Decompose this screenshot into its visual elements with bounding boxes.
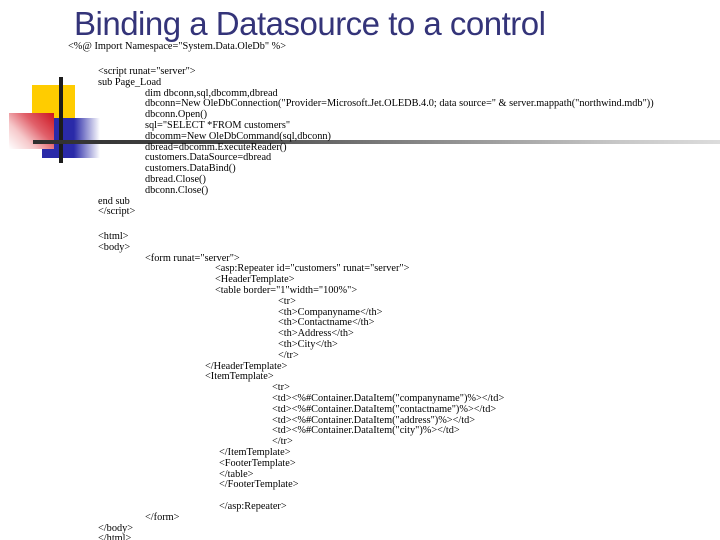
code-line: <html> xyxy=(98,231,129,242)
code-line: dbread=dbcomm.ExecuteReader() xyxy=(145,141,287,153)
code-line: dbconn=New OleDbConnection("Provider=Mic… xyxy=(145,98,654,110)
code-line: end sub xyxy=(98,195,130,207)
code-line: </body> xyxy=(98,522,134,534)
code-line: <td><%#Container.DataItem("contactname")… xyxy=(272,403,497,415)
code-line: </tr> xyxy=(272,436,293,448)
code-line: </FooterTemplate> xyxy=(219,479,299,491)
code-line: <HeaderTemplate> xyxy=(215,274,295,286)
code-line: <td><%#Container.DataItem("companyname")… xyxy=(272,392,505,404)
decor-horizontal-line xyxy=(33,140,720,144)
code-line: <table border="1"width="100%"> xyxy=(215,284,358,296)
code-line: dbconn.Close() xyxy=(145,184,209,196)
code-line xyxy=(0,491,720,502)
code-line: dbcomm=New OleDbCommand(sql,dbconn) xyxy=(145,130,331,142)
code-line: <%@ Import Namespace="System.Data.OleDb"… xyxy=(68,41,287,52)
code-line: <tr> xyxy=(278,295,296,307)
code-line: <asp:Repeater id="customers" runat="serv… xyxy=(215,263,410,275)
code-block: <%@ Import Namespace="System.Data.OleDb"… xyxy=(0,41,720,53)
code-line: <td><%#Container.DataItem("city")%></td> xyxy=(272,425,460,437)
code-line: customers.DataSource=dbread xyxy=(145,152,272,164)
code-line: <tr> xyxy=(272,382,290,394)
code-line: <th>Address</th> xyxy=(278,328,354,340)
code-line: customers.DataBind() xyxy=(145,163,236,175)
code-line: </table> xyxy=(219,468,254,480)
code-line: <td><%#Container.DataItem("address")%></… xyxy=(272,414,476,426)
code-line: <th>City</th> xyxy=(278,338,338,350)
code-line: </html> xyxy=(98,533,132,540)
code-line: dbconn.Open() xyxy=(145,109,208,121)
code-line: </ItemTemplate> xyxy=(219,446,291,458)
code-line: sub Page_Load xyxy=(98,76,162,88)
code-line: </script> xyxy=(98,206,136,218)
code-line: dbread.Close() xyxy=(145,173,206,185)
code-line: <form runat="server"> xyxy=(145,252,240,264)
decor-vertical-line xyxy=(59,77,63,163)
code-line: <th>Contactname</th> xyxy=(278,317,375,329)
code-line: <body> xyxy=(98,241,131,253)
code-line: </HeaderTemplate> xyxy=(205,360,288,372)
code-line: </tr> xyxy=(278,349,299,361)
code-line: <FooterTemplate> xyxy=(219,457,296,469)
code-block: <html><body> <form runat="server"><asp:Re… xyxy=(0,231,720,540)
code-line: <ItemTemplate> xyxy=(205,371,274,383)
code-line: </asp:Repeater> xyxy=(219,500,287,512)
code-line: <script runat="server"> xyxy=(98,66,196,77)
slide-title: Binding a Datasource to a control xyxy=(74,5,546,42)
code-line: sql="SELECT *FROM customers" xyxy=(145,119,291,131)
code-line: </form> xyxy=(145,511,180,523)
code-line: <th>Companyname</th> xyxy=(278,306,383,318)
code-line: dim dbconn,sql,dbcomm,dbread xyxy=(145,87,278,99)
